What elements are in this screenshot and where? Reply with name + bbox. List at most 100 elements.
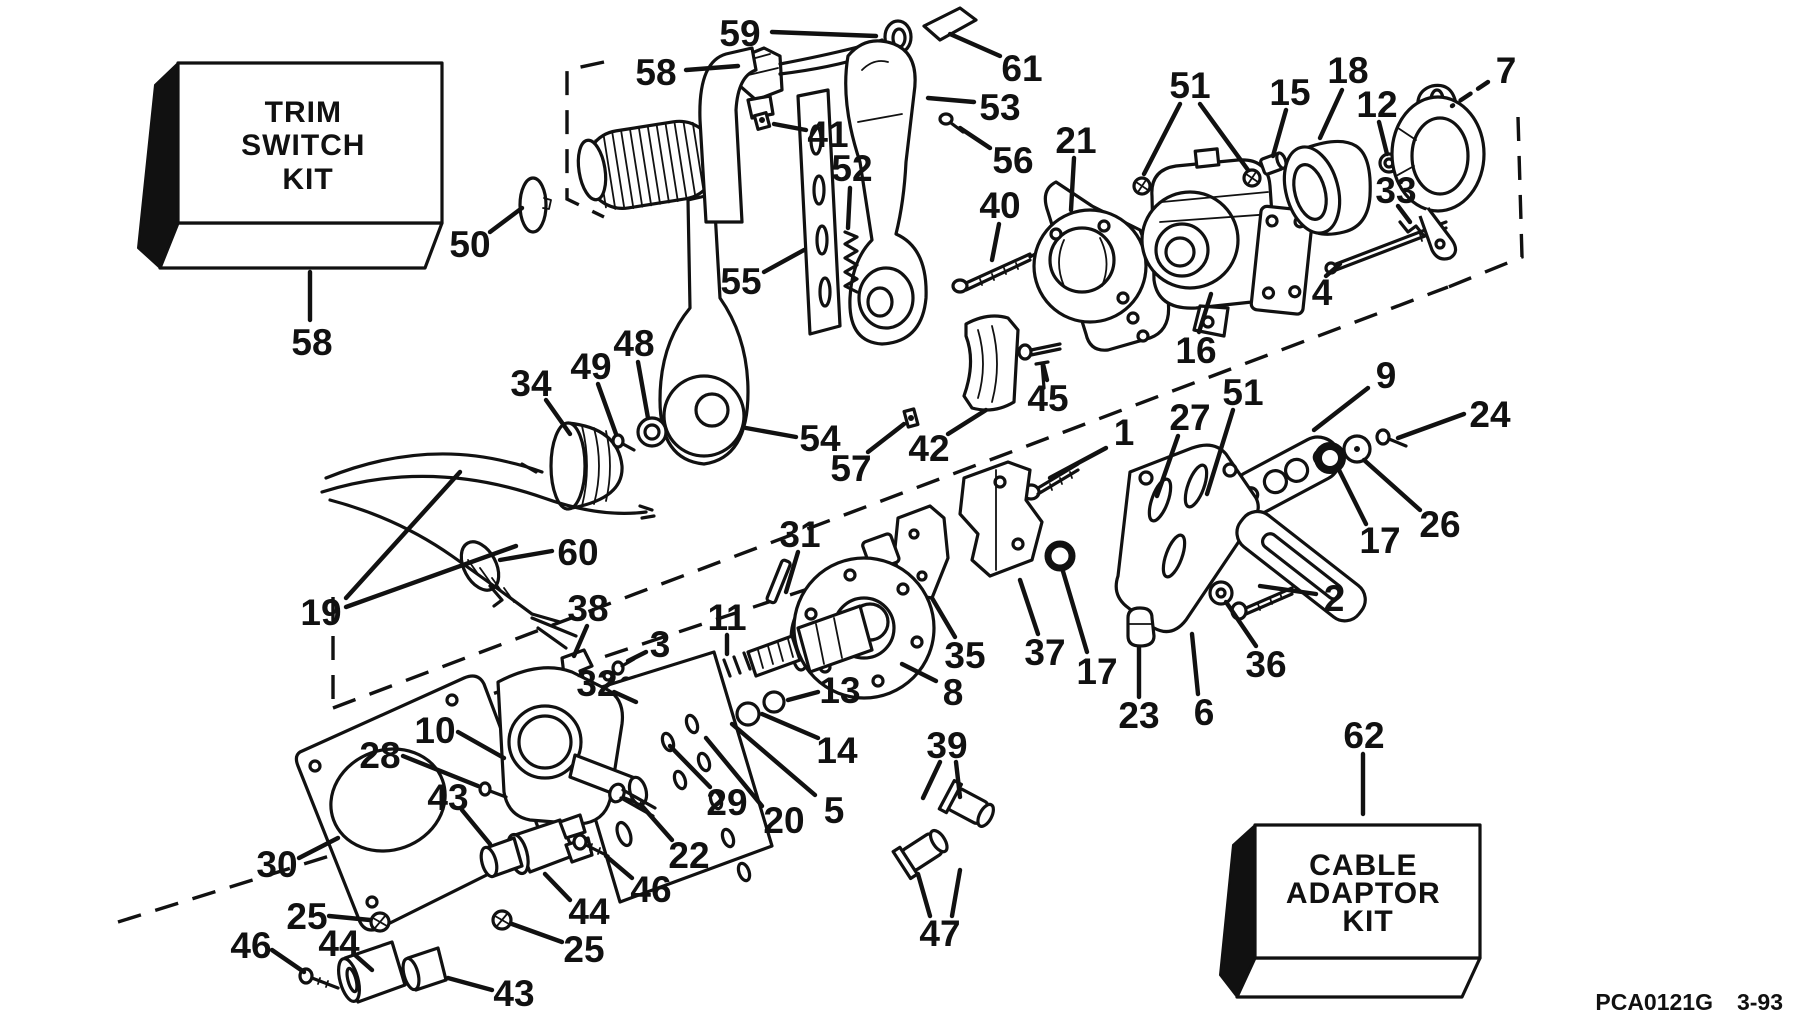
part-label-23: 23 bbox=[1118, 695, 1159, 736]
leader-line-10 bbox=[455, 729, 507, 761]
part-18-barrel bbox=[1282, 139, 1372, 236]
part-45-bolt bbox=[1017, 342, 1062, 390]
leader-line-17 bbox=[1059, 565, 1090, 655]
leader-line-36 bbox=[1223, 599, 1259, 649]
leader-line-45 bbox=[1040, 361, 1050, 383]
leader-line-38 bbox=[571, 623, 590, 659]
leader-line-51 bbox=[1141, 101, 1183, 177]
leader-lines bbox=[269, 29, 1491, 993]
part-37-plate bbox=[958, 460, 1044, 578]
leader-line-25 bbox=[326, 913, 373, 923]
part-label-54: 54 bbox=[799, 418, 841, 459]
leader-line-13 bbox=[785, 689, 821, 703]
leader-line-40 bbox=[989, 221, 1002, 263]
part-label-59: 59 bbox=[719, 13, 760, 54]
leader-line-9 bbox=[1311, 385, 1371, 433]
part-label-55: 55 bbox=[720, 261, 761, 302]
part-label-52: 52 bbox=[831, 148, 872, 189]
part-label-37: 37 bbox=[1024, 632, 1065, 673]
cable-kit-label: CABLE ADAPTOR KIT bbox=[1286, 849, 1450, 938]
leader-line-2 bbox=[1257, 583, 1319, 597]
part-label-24: 24 bbox=[1469, 394, 1511, 435]
part-throttle-grip bbox=[576, 119, 750, 466]
leader-line-42 bbox=[945, 407, 989, 437]
leader-line-44 bbox=[352, 952, 375, 973]
leader-line-39 bbox=[953, 759, 963, 800]
part-label-9: 9 bbox=[1376, 355, 1397, 396]
part-label-44: 44 bbox=[318, 923, 360, 964]
leader-line-46 bbox=[603, 853, 635, 881]
part-label-8: 8 bbox=[943, 672, 964, 713]
part-label-20: 20 bbox=[763, 800, 804, 841]
part-label-42: 42 bbox=[908, 428, 949, 469]
leader-line-46 bbox=[269, 947, 307, 975]
leader-line-47 bbox=[949, 867, 963, 919]
part-57-clip bbox=[902, 407, 920, 429]
part-17-grommet bbox=[1314, 442, 1346, 474]
part-label-27: 27 bbox=[1169, 397, 1210, 438]
part-40-screw bbox=[951, 248, 1044, 294]
leader-line-56 bbox=[957, 125, 993, 151]
part-7-retainer bbox=[1390, 83, 1486, 261]
part-label-51: 51 bbox=[1169, 65, 1210, 106]
part-label-15: 15 bbox=[1269, 72, 1310, 113]
part-19-wires bbox=[320, 452, 656, 650]
part-42-plate bbox=[962, 314, 1020, 412]
leader-line-57 bbox=[865, 421, 907, 455]
leader-line-14 bbox=[759, 711, 821, 741]
part-label-12: 12 bbox=[1356, 84, 1397, 125]
leader-line-22 bbox=[639, 803, 675, 843]
part-label-58: 58 bbox=[291, 322, 332, 363]
leader-line-51 bbox=[1204, 407, 1236, 497]
part-label-19: 19 bbox=[300, 592, 341, 633]
leader-line-55 bbox=[761, 247, 807, 275]
part-label-22: 22 bbox=[668, 835, 709, 876]
part-label-26: 26 bbox=[1419, 504, 1460, 545]
part-47-clips bbox=[891, 779, 995, 881]
part-49-screw bbox=[611, 433, 636, 452]
leader-line-26 bbox=[1361, 457, 1423, 513]
part-21-cam bbox=[1032, 180, 1171, 352]
part-36-washer bbox=[1208, 580, 1234, 606]
part-41-pin bbox=[752, 111, 772, 131]
leader-line-37 bbox=[1017, 577, 1041, 637]
part-26-washer bbox=[1342, 434, 1372, 464]
part-label-51: 51 bbox=[1222, 372, 1263, 413]
trim-switch-kit-box: TRIM SWITCH KIT bbox=[137, 61, 444, 270]
part-label-28: 28 bbox=[359, 735, 400, 776]
part-2-screw bbox=[1230, 586, 1294, 621]
part-label-62: 62 bbox=[1343, 715, 1384, 756]
part-label-11: 11 bbox=[707, 597, 746, 638]
leader-line-54 bbox=[743, 425, 799, 440]
part-label-41: 41 bbox=[807, 114, 848, 155]
leader-line-27 bbox=[1154, 433, 1181, 499]
part-label-43: 43 bbox=[427, 777, 468, 818]
part-label-7: 7 bbox=[1496, 50, 1517, 91]
part-label-30: 30 bbox=[256, 844, 297, 885]
part-16-module bbox=[1140, 147, 1315, 338]
part-label-25: 25 bbox=[563, 929, 604, 970]
leader-line-35 bbox=[929, 595, 958, 640]
leader-line-41 bbox=[771, 121, 809, 133]
leader-line-34 bbox=[543, 397, 573, 437]
leader-line-43 bbox=[445, 975, 495, 993]
part-6-yoke-arm bbox=[1114, 443, 1367, 634]
part-label-39: 39 bbox=[926, 725, 967, 766]
part-10-housing-plate bbox=[496, 666, 649, 826]
leader-line-33 bbox=[1395, 203, 1413, 225]
leader-line-6 bbox=[1189, 631, 1201, 697]
part-24-screw bbox=[1375, 428, 1408, 448]
part-label-46: 46 bbox=[230, 925, 271, 966]
leader-line-51 bbox=[1197, 101, 1251, 173]
part-label-58: 58 bbox=[635, 52, 676, 93]
part-label-53: 53 bbox=[979, 87, 1020, 128]
leader-line-29 bbox=[667, 743, 713, 790]
part-23-cap bbox=[1126, 606, 1156, 648]
part-label-61: 61 bbox=[1001, 48, 1042, 89]
part-label-38: 38 bbox=[567, 588, 608, 629]
part-label-48: 48 bbox=[613, 323, 654, 364]
trim-kit-label: TRIM SWITCH KIT bbox=[241, 96, 375, 196]
leader-line-3 bbox=[625, 649, 649, 664]
leader-line-50 bbox=[487, 205, 525, 235]
